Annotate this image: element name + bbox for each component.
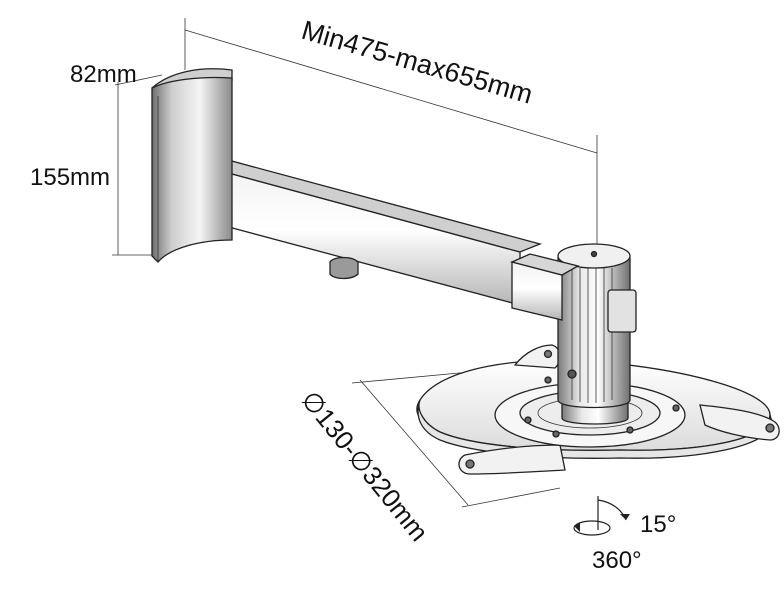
plate-screw-right: [765, 423, 775, 433]
wall-plate: [151, 68, 233, 263]
hub-screw-4: [672, 404, 680, 412]
plate-arm-top: [513, 344, 561, 369]
depth-label: 82mm: [70, 61, 137, 88]
wall-plate-body: [151, 76, 233, 263]
column-ribs: [571, 268, 613, 403]
depth-dimension-line: [114, 74, 163, 86]
plate-extension-bottom: [461, 487, 561, 508]
height-label: 155mm: [30, 164, 110, 191]
plate-arm-left: [458, 444, 566, 475]
rotation-arrow-icon: [574, 522, 580, 532]
column-lock-knob: [567, 369, 577, 379]
plate-dimension-line: [359, 379, 469, 506]
tilt-arrow-icon: [620, 514, 630, 520]
arm-inner-top: [510, 253, 580, 276]
tilt-arc: [597, 499, 627, 521]
reach-label: Min475-max655mm: [298, 15, 536, 110]
rotation-symbols: [573, 496, 630, 536]
dimension-lines: [112, 18, 598, 508]
hub-screw-1: [524, 416, 532, 424]
column-body: [557, 257, 631, 409]
plate-screw-left: [465, 459, 475, 469]
tilt-label: 15°: [640, 511, 676, 538]
column-top-bolt: [590, 250, 598, 258]
hub-screw-2: [552, 430, 560, 438]
rotation-label: 360°: [592, 547, 642, 574]
reach-dimension-line: [184, 29, 598, 154]
plate-screw-top: [543, 349, 553, 359]
arm-adjust-knob: [329, 256, 359, 280]
column-clamp: [607, 289, 637, 333]
plate-extension-top: [351, 371, 471, 384]
plate-diameter-label: ∅130-∅320mm: [295, 385, 434, 547]
plate-arm-right: [699, 404, 780, 441]
hub-screw-5: [544, 376, 552, 384]
hub-screw-3: [626, 426, 634, 434]
arm: [199, 159, 580, 321]
rotation-ellipse: [573, 520, 611, 536]
column: [557, 243, 637, 425]
